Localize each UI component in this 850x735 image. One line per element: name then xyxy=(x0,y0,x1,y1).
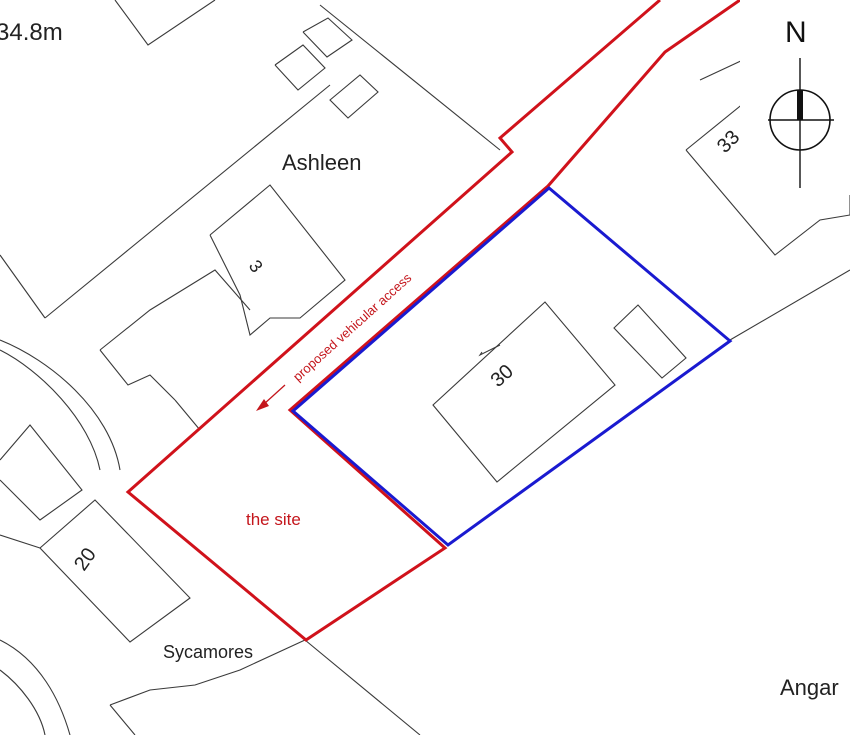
blue-outline xyxy=(290,186,733,547)
ashleen-label: Ashleen xyxy=(282,150,362,175)
road-curve-west xyxy=(0,339,121,471)
blue-ownership-boundary xyxy=(290,186,733,547)
boundary-south-diag xyxy=(304,639,421,735)
road-curve-south-inner xyxy=(0,669,46,735)
spot-height-label: 34.8m xyxy=(0,19,63,46)
plot-line-middle xyxy=(99,269,251,351)
red-site-outline xyxy=(125,0,741,642)
building-20-west xyxy=(0,424,83,521)
site-label: the site xyxy=(246,510,301,529)
building-small-a xyxy=(302,17,353,58)
sycamores-label: Sycamores xyxy=(163,642,253,662)
boundary-east xyxy=(729,269,850,341)
boundary-sw xyxy=(0,534,41,549)
access-arrow-head xyxy=(256,399,269,411)
building-ashleen xyxy=(274,44,326,91)
boundary-top-diag xyxy=(319,4,501,151)
boundary-south-tail xyxy=(109,704,136,735)
building-house-3 xyxy=(209,184,346,336)
boundary-sycamores xyxy=(109,639,306,706)
ashleen-west-boundary xyxy=(44,84,331,319)
angar-label: Angar xyxy=(780,675,839,700)
building-garage xyxy=(329,74,379,119)
north-arrow-icon: N xyxy=(740,0,850,195)
north-letter: N xyxy=(785,16,807,49)
road-curve-south xyxy=(0,639,71,735)
access-arrow xyxy=(256,384,286,411)
north-arrow-needle xyxy=(797,90,803,120)
building-30-bump xyxy=(478,344,501,357)
red-site-boundary xyxy=(125,0,741,642)
boundary-top xyxy=(114,0,216,46)
access-arrow-shaft xyxy=(263,384,286,405)
boundary-left-diag xyxy=(174,399,201,431)
north-arrow-backdrop xyxy=(740,0,850,195)
plot-line-small xyxy=(99,349,176,401)
ashleen-south-boundary xyxy=(0,254,46,319)
road-curve-inner xyxy=(0,349,101,471)
building-house-30 xyxy=(432,301,616,483)
building-house-20 xyxy=(39,499,191,643)
building-30-garage xyxy=(613,304,687,379)
